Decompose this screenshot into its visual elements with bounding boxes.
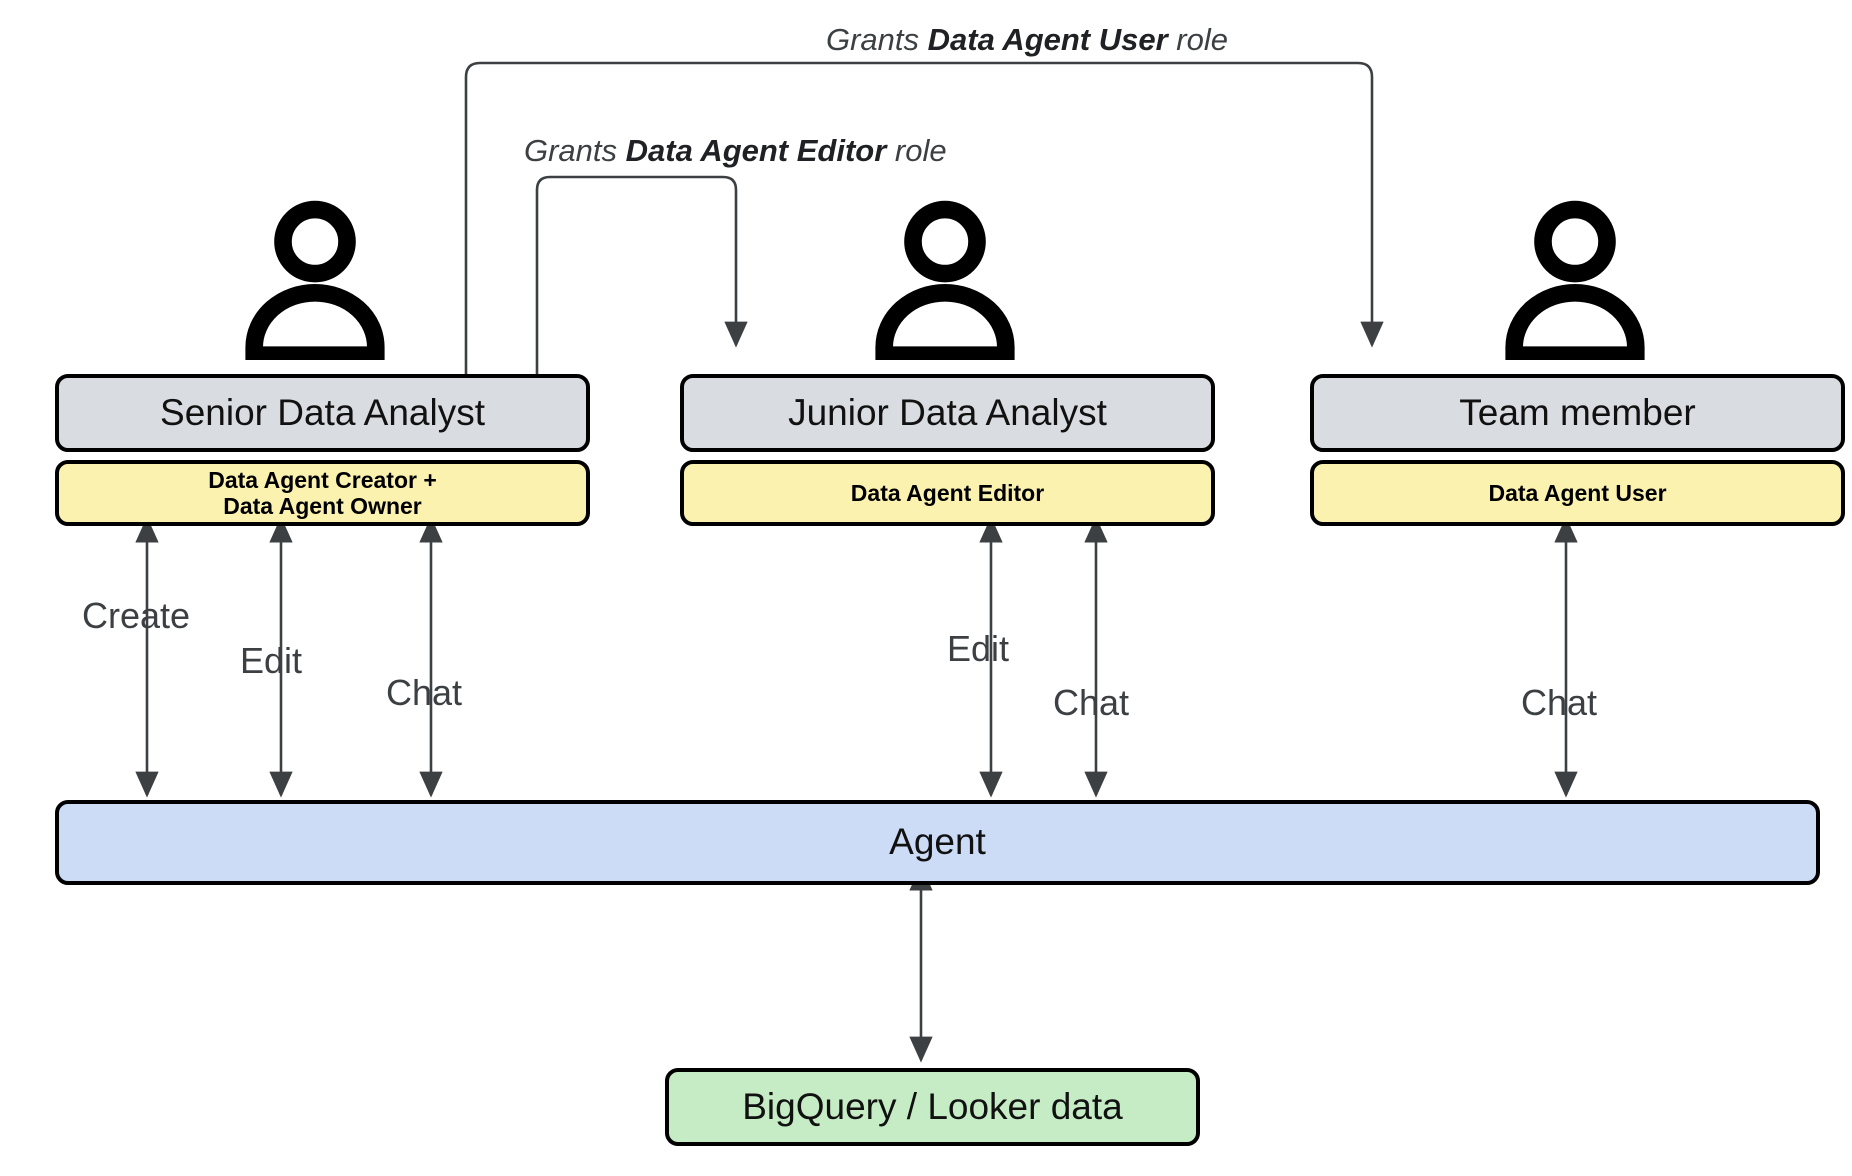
role-label-line-1: Data Agent Creator + bbox=[208, 466, 437, 493]
edge-label-edit-junior: Edit bbox=[947, 628, 1010, 669]
grant-prefix: Grants bbox=[524, 133, 626, 168]
edge-label-chat-team-member: Chat bbox=[1521, 682, 1598, 723]
edge-label-edit-senior: Edit bbox=[240, 640, 303, 681]
edge-label-create: Create bbox=[82, 595, 191, 636]
persona-box-junior-data-analyst[interactable]: Junior Data Analyst bbox=[680, 374, 1215, 452]
grant-label-data-agent-editor: Grants Data Agent Editor role bbox=[524, 133, 947, 169]
edge-label-chat-junior: Chat bbox=[1053, 682, 1130, 723]
datasource-label: BigQuery / Looker data bbox=[742, 1085, 1123, 1127]
role-label-line-1: Data Agent Editor bbox=[850, 479, 1045, 506]
edge-label-chat-senior: Chat bbox=[386, 672, 463, 713]
person-icon bbox=[875, 200, 1015, 360]
persona-label: Junior Data Analyst bbox=[788, 391, 1107, 433]
role-box-team-member[interactable]: Data Agent User bbox=[1310, 460, 1845, 526]
grant-suffix: role bbox=[886, 133, 947, 168]
grant-prefix: Grants bbox=[826, 22, 928, 57]
grant-label-data-agent-user: Grants Data Agent User role bbox=[826, 22, 1228, 58]
person-icon bbox=[245, 200, 385, 360]
agent-label: Agent bbox=[889, 821, 986, 863]
person-icon bbox=[1505, 200, 1645, 360]
connector-grants-data-agent-editor bbox=[535, 175, 748, 374]
persona-label: Team member bbox=[1459, 391, 1696, 433]
role-box-junior-data-analyst[interactable]: Data Agent Editor bbox=[680, 460, 1215, 526]
persona-label: Senior Data Analyst bbox=[160, 391, 485, 433]
agent-box[interactable]: Agent bbox=[55, 800, 1820, 885]
role-label-line-1: Data Agent User bbox=[1488, 479, 1667, 506]
persona-box-senior-data-analyst[interactable]: Senior Data Analyst bbox=[55, 374, 590, 452]
role-box-senior-data-analyst[interactable]: Data Agent Creator + Data Agent Owner bbox=[55, 460, 590, 526]
role-label-line-2: Data Agent Owner bbox=[223, 493, 422, 519]
grant-suffix: role bbox=[1167, 22, 1228, 57]
persona-box-team-member[interactable]: Team member bbox=[1310, 374, 1845, 452]
grant-role: Data Agent Editor bbox=[625, 133, 887, 168]
datasource-box[interactable]: BigQuery / Looker data bbox=[665, 1068, 1200, 1146]
grant-role: Data Agent User bbox=[927, 22, 1168, 57]
